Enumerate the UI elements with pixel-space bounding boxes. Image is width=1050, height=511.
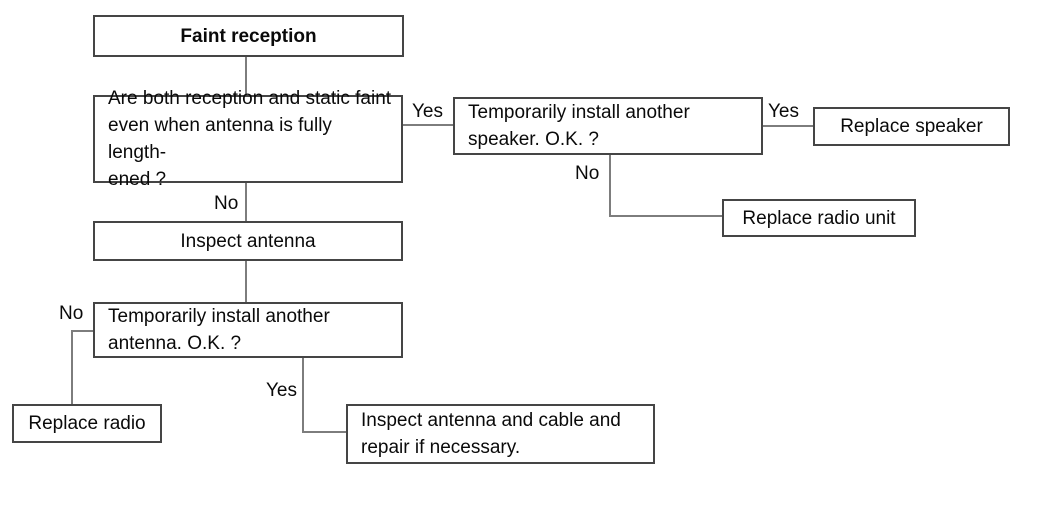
connector-to-replace-radio-unit bbox=[609, 215, 722, 217]
connector-q-reception-to-inspect-antenna bbox=[245, 183, 247, 221]
connector-to-inspect-cable bbox=[302, 431, 346, 433]
node-question-install-speaker-label: Temporarily install another speaker. O.K… bbox=[468, 102, 690, 150]
node-replace-speaker: Replace speaker bbox=[813, 107, 1010, 146]
node-replace-speaker-label: Replace speaker bbox=[840, 116, 983, 137]
edge-label-no-inspect-antenna: No bbox=[214, 193, 239, 214]
node-faint-reception: Faint reception bbox=[93, 15, 404, 57]
node-replace-radio-unit-label: Replace radio unit bbox=[742, 207, 896, 229]
node-faint-reception-label: Faint reception bbox=[180, 25, 317, 47]
connector-to-replace-radio bbox=[71, 330, 73, 404]
connector-start-to-q-reception bbox=[245, 57, 247, 95]
node-question-reception-static: Are both reception and static faint even… bbox=[93, 88, 403, 190]
node-question-install-speaker: Temporarily install another speaker. O.K… bbox=[453, 97, 763, 155]
node-inspect-antenna: Inspect antenna bbox=[93, 221, 403, 261]
connector-inspect-antenna-to-q-antenna bbox=[245, 261, 247, 302]
edge-label-yes-replace-speaker: Yes bbox=[768, 101, 799, 122]
edge-label-no-radio-unit: No bbox=[575, 163, 600, 184]
node-question-install-antenna: Temporarily install another antenna. O.K… bbox=[93, 302, 403, 358]
edge-label-yes-inspect-cable: Yes bbox=[266, 380, 297, 401]
node-inspect-cable-label: Inspect antenna and cable and repair if … bbox=[361, 410, 621, 458]
node-question-reception-static-label: Are both reception and static faint even… bbox=[108, 88, 392, 190]
node-inspect-cable: Inspect antenna and cable and repair if … bbox=[346, 404, 655, 464]
connector-q-speaker-down bbox=[609, 155, 611, 217]
connector-q-antenna-down bbox=[302, 358, 304, 433]
node-replace-radio: Replace radio bbox=[12, 404, 162, 443]
node-replace-radio-label: Replace radio bbox=[28, 413, 146, 434]
node-inspect-antenna-label: Inspect antenna bbox=[180, 230, 316, 252]
connector-q-antenna-left bbox=[71, 330, 93, 332]
node-question-install-antenna-label: Temporarily install another antenna. O.K… bbox=[108, 306, 330, 354]
edge-label-yes-speaker: Yes bbox=[412, 101, 443, 122]
connector-q-reception-to-q-speaker bbox=[403, 124, 453, 126]
edge-label-no-replace-radio: No bbox=[59, 303, 84, 324]
connector-q-speaker-to-replace-speaker bbox=[763, 125, 813, 127]
node-replace-radio-unit: Replace radio unit bbox=[722, 199, 916, 237]
